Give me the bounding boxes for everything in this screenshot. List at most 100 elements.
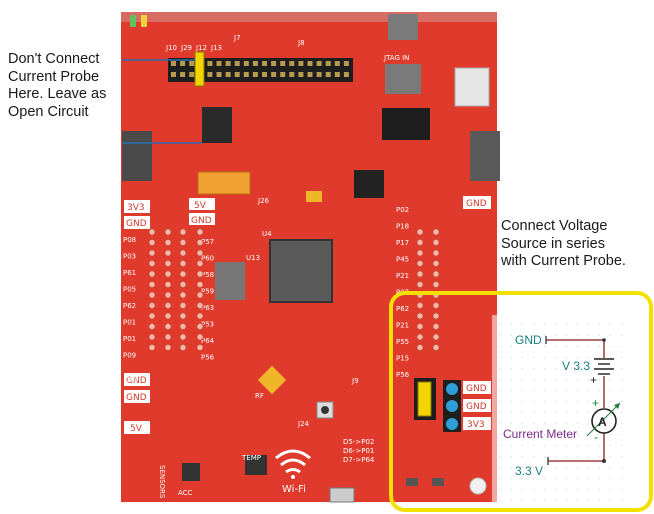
chip-u10 — [182, 463, 200, 481]
middle-pin-label: P53 — [201, 321, 214, 329]
header-pin — [189, 61, 195, 66]
header-jumper-yellow — [194, 51, 205, 87]
pad — [148, 270, 156, 278]
left-pin-label: P05 — [123, 286, 136, 294]
pad — [196, 333, 204, 341]
header-pin — [307, 61, 313, 66]
right-pin-gnd-top: GND — [466, 199, 487, 209]
left-pin-label: P09 — [123, 352, 136, 360]
header-pin — [225, 72, 231, 77]
pad — [432, 238, 440, 247]
node-bottom — [602, 459, 606, 463]
connector-j10: J10 — [165, 44, 177, 52]
chip-u6 — [245, 455, 267, 475]
header-pin — [207, 72, 213, 77]
chip-u13-label: U4 — [262, 230, 272, 238]
pad — [196, 280, 204, 289]
pad — [196, 270, 204, 278]
output-label: 3.3 V — [515, 464, 543, 478]
jumper-blue-3 — [446, 418, 458, 430]
pad — [432, 270, 440, 278]
rf-antenna — [257, 365, 287, 395]
right-power-labels: 5V GND GND — [189, 196, 491, 226]
pad — [148, 333, 156, 341]
pad — [164, 312, 172, 320]
header-pin — [262, 72, 267, 77]
pad — [179, 270, 187, 278]
pad — [416, 301, 424, 310]
pad — [164, 249, 172, 257]
right-pin-label: P21 — [396, 272, 409, 280]
left-pin-label: P01 — [123, 319, 136, 327]
source-label: V 3.3 — [562, 359, 590, 373]
header-pin — [171, 61, 176, 66]
chip-u13 — [269, 239, 333, 303]
pad — [164, 343, 172, 352]
pad — [148, 312, 156, 320]
header-pin — [189, 72, 195, 77]
pad — [432, 322, 440, 331]
pad — [164, 270, 172, 278]
pad — [164, 280, 172, 289]
header-pin — [334, 72, 340, 77]
ammeter-plus: + — [592, 396, 599, 410]
pad — [179, 343, 187, 352]
battery-plus: + — [590, 373, 597, 387]
right-pin-label: P17 — [396, 239, 409, 247]
connector-j24: J24 — [297, 420, 310, 428]
pad — [196, 228, 204, 236]
middle-pin-label: P57 — [201, 238, 214, 246]
header-pin — [289, 72, 295, 77]
header-pin — [343, 61, 349, 66]
led-d9 — [141, 15, 147, 27]
left-annotation: Don't Connect Current Probe Here. Leave … — [8, 51, 107, 120]
ammeter-symbol — [586, 402, 621, 437]
pad — [164, 291, 172, 299]
pad — [179, 312, 187, 320]
header-pin — [343, 72, 349, 77]
right-pin-label: P15 — [396, 355, 409, 363]
pad — [148, 238, 156, 247]
left-pin-label: P03 — [123, 253, 136, 261]
pad — [164, 228, 172, 236]
sw3-connector — [197, 171, 251, 195]
connector-j19: J19 — [126, 375, 138, 383]
pad — [196, 312, 204, 320]
pad — [416, 312, 424, 320]
jtag-in-header — [385, 64, 421, 94]
pad — [148, 249, 156, 257]
pad — [432, 343, 440, 352]
connector-j12: J12 — [195, 44, 207, 52]
pad — [148, 343, 156, 352]
led-d6 — [406, 478, 418, 486]
header-pin — [316, 72, 322, 77]
left-pin-5v: 5V — [130, 424, 143, 434]
jtag-in-label: JTAG IN — [383, 54, 409, 62]
meter-label: Current Meter — [503, 427, 577, 441]
pad — [179, 301, 187, 310]
middle-pin-label: P64 — [201, 337, 215, 345]
right-pin-label: P18 — [396, 223, 409, 231]
highlight-box — [389, 291, 653, 512]
pad — [179, 280, 187, 289]
header-pin — [325, 72, 331, 77]
right-pin-5v: 5V — [194, 201, 207, 211]
ammeter-symbol-letter: A — [598, 415, 607, 429]
temp-label: TEMP — [241, 454, 261, 462]
pad — [416, 259, 424, 268]
left-power-labels: 3V3 GND GND GND 5V — [124, 200, 150, 434]
header-pin — [298, 72, 304, 77]
jtag-header — [388, 14, 418, 40]
jumper-blue-2 — [446, 400, 458, 412]
tp2-block — [354, 170, 384, 198]
pad — [416, 238, 424, 247]
header-pin — [234, 61, 240, 66]
rf-label: RF — [255, 392, 264, 400]
right-pin-label: P62 — [396, 305, 409, 313]
chip-u7-label: U13 — [246, 254, 260, 262]
header-pin — [271, 72, 277, 77]
header-pin — [171, 72, 176, 77]
led-d7 — [432, 478, 444, 486]
